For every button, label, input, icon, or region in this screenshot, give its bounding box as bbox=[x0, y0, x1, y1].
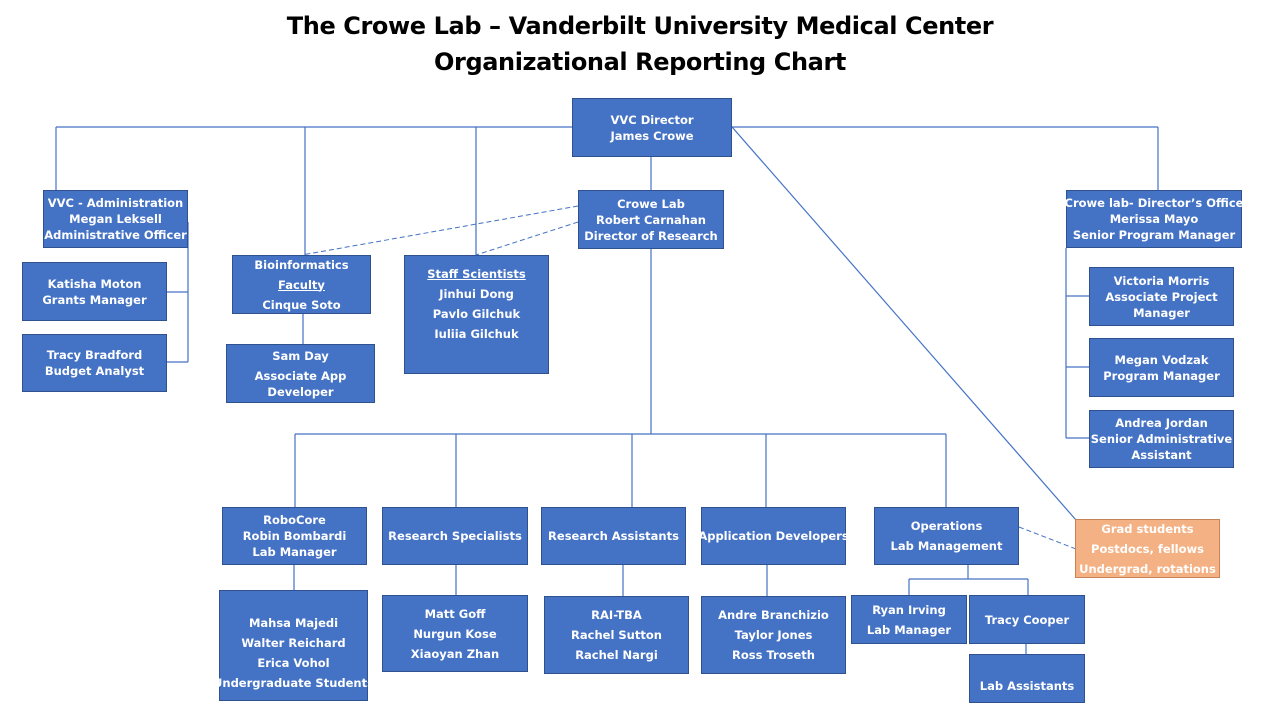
chart-title-line-1: The Crowe Lab – Vanderbilt University Me… bbox=[286, 12, 994, 40]
node-role: Administrative Officer bbox=[44, 228, 187, 242]
node-role: Senior Administrative bbox=[1090, 432, 1233, 446]
node-research-assistants[interactable]: Research Assistants bbox=[541, 507, 686, 565]
node-name: Tracy Cooper bbox=[984, 612, 1070, 627]
node-name: Nurgun Kose bbox=[413, 626, 497, 641]
node-title: Research Assistants bbox=[548, 529, 679, 543]
node-role: Developer bbox=[267, 384, 334, 399]
dotted-connector bbox=[475, 221, 579, 256]
node-role: Manager bbox=[1133, 305, 1190, 320]
node-name: Andrea Jordan bbox=[1115, 416, 1208, 430]
node-name: Sam Day bbox=[272, 348, 329, 363]
node-name: Jinhui Dong bbox=[439, 287, 514, 301]
node-name: Merissa Mayo bbox=[1109, 212, 1199, 226]
node-crowe-lab[interactable]: Crowe Lab Robert Carnahan Director of Re… bbox=[578, 190, 724, 249]
node-bioinformatics[interactable]: Bioinformatics Faculty Cinque Soto bbox=[232, 255, 371, 314]
node-role: Assistant bbox=[1131, 448, 1192, 462]
node-name: Megan Vodzak bbox=[1114, 352, 1209, 367]
node-grants-manager[interactable]: Katisha Moton Grants Manager bbox=[22, 262, 167, 321]
node-line: Postdocs, fellows bbox=[1091, 541, 1204, 556]
node-title: Bioinformatics bbox=[254, 257, 349, 272]
node-line: Grad students bbox=[1101, 521, 1194, 536]
node-role: Lab Manager bbox=[866, 622, 952, 637]
dotted-connector bbox=[1018, 526, 1077, 550]
node-megan-vodzak[interactable]: Megan Vodzak Program Manager bbox=[1089, 338, 1234, 397]
node-ryan-irving[interactable]: Ryan Irving Lab Manager bbox=[851, 595, 967, 644]
node-research-specialists[interactable]: Research Specialists bbox=[382, 507, 528, 565]
node-developers-staff[interactable]: Andre Branchizio Taylor Jones Ross Trose… bbox=[701, 596, 846, 674]
node-name: Erica Vohol bbox=[257, 655, 330, 670]
node-role: Program Manager bbox=[1103, 368, 1220, 383]
node-name: Xiaoyan Zhan bbox=[410, 646, 500, 661]
node-line: Undergrad, rotations bbox=[1079, 561, 1216, 576]
node-role: Associate Project bbox=[1105, 289, 1218, 304]
node-lab-assistants[interactable]: Lab Assistants bbox=[969, 654, 1085, 703]
node-name: Walter Reichard bbox=[241, 635, 346, 650]
node-specialists-staff[interactable]: Matt Goff Nurgun Kose Xiaoyan Zhan bbox=[382, 595, 528, 672]
node-application-developers[interactable]: Application Developers bbox=[698, 507, 849, 565]
node-trainees[interactable]: Grad students Postdocs, fellows Undergra… bbox=[1075, 519, 1220, 578]
node-title: Crowe lab- Director’s Office bbox=[1064, 196, 1244, 210]
node-name: Victoria Morris bbox=[1113, 273, 1210, 288]
node-name: Katisha Moton bbox=[47, 276, 142, 291]
node-name: James Crowe bbox=[610, 128, 694, 143]
node-title: RoboCore bbox=[263, 513, 326, 527]
node-name: Andre Branchizio bbox=[718, 608, 829, 622]
node-vvc-administration[interactable]: VVC - Administration Megan Leksell Admin… bbox=[43, 190, 188, 248]
node-robocore-staff[interactable]: Mahsa Majedi Walter Reichard Erica Vohol… bbox=[213, 590, 374, 701]
node-title: Lab Assistants bbox=[979, 679, 1075, 693]
node-name: Robin Bombardi bbox=[242, 529, 347, 543]
node-vvc-director[interactable]: VVC Director James Crowe bbox=[572, 98, 732, 157]
node-title: Application Developers bbox=[698, 529, 849, 543]
node-assistants-staff[interactable]: RAI-TBA Rachel Sutton Rachel Nargi bbox=[544, 596, 689, 674]
node-budget-analyst[interactable]: Tracy Bradford Budget Analyst bbox=[22, 334, 167, 392]
node-title: Operations bbox=[910, 519, 983, 533]
node-title: VVC - Administration bbox=[47, 196, 184, 210]
node-operations[interactable]: Operations Lab Management bbox=[874, 507, 1019, 565]
node-name: Robert Carnahan bbox=[596, 212, 706, 227]
node-name: RAI-TBA bbox=[591, 608, 642, 622]
node-name: Cinque Soto bbox=[262, 297, 341, 312]
node-name: Megan Leksell bbox=[69, 212, 162, 226]
node-directors-office[interactable]: Crowe lab- Director’s Office Merissa May… bbox=[1064, 190, 1244, 248]
node-role: Lab Manager bbox=[252, 545, 337, 559]
node-name: Undergraduate Students bbox=[213, 675, 374, 690]
node-name: Ryan Irving bbox=[872, 602, 946, 617]
node-role: Grants Manager bbox=[42, 292, 147, 307]
node-andrea-jordan[interactable]: Andrea Jordan Senior Administrative Assi… bbox=[1089, 410, 1234, 468]
node-name: Ross Troseth bbox=[732, 648, 815, 662]
node-subtitle: Faculty bbox=[278, 277, 325, 292]
node-name: Pavlo Gilchuk bbox=[432, 307, 521, 321]
node-title: Crowe Lab bbox=[617, 196, 685, 211]
node-role: Associate App bbox=[254, 368, 347, 383]
node-title: VVC Director bbox=[610, 112, 694, 127]
node-name: Iuliia Gilchuk bbox=[434, 327, 519, 341]
node-name: Rachel Sutton bbox=[571, 628, 662, 642]
node-role: Budget Analyst bbox=[44, 364, 145, 378]
node-sam-day[interactable]: Sam Day Associate App Developer bbox=[226, 344, 375, 403]
node-subtitle: Lab Management bbox=[890, 539, 1003, 553]
node-name: Matt Goff bbox=[424, 606, 486, 621]
node-name: Rachel Nargi bbox=[575, 648, 658, 662]
chart-title-line-2: Organizational Reporting Chart bbox=[434, 48, 846, 76]
node-name: Taylor Jones bbox=[734, 628, 813, 642]
node-name: Mahsa Majedi bbox=[248, 615, 339, 630]
node-role: Senior Program Manager bbox=[1072, 228, 1236, 242]
connector bbox=[731, 126, 1077, 521]
node-role: Director of Research bbox=[584, 228, 718, 243]
node-tracy-cooper[interactable]: Tracy Cooper bbox=[969, 595, 1085, 644]
node-victoria-morris[interactable]: Victoria Morris Associate Project Manage… bbox=[1089, 267, 1234, 326]
node-name: Tracy Bradford bbox=[46, 348, 143, 362]
node-title: Research Specialists bbox=[388, 529, 522, 543]
node-staff-scientists[interactable]: Staff Scientists Jinhui Dong Pavlo Gilch… bbox=[404, 255, 549, 374]
dotted-connector bbox=[301, 205, 579, 256]
node-robocore[interactable]: RoboCore Robin Bombardi Lab Manager bbox=[222, 507, 367, 565]
node-title: Staff Scientists bbox=[427, 267, 526, 281]
